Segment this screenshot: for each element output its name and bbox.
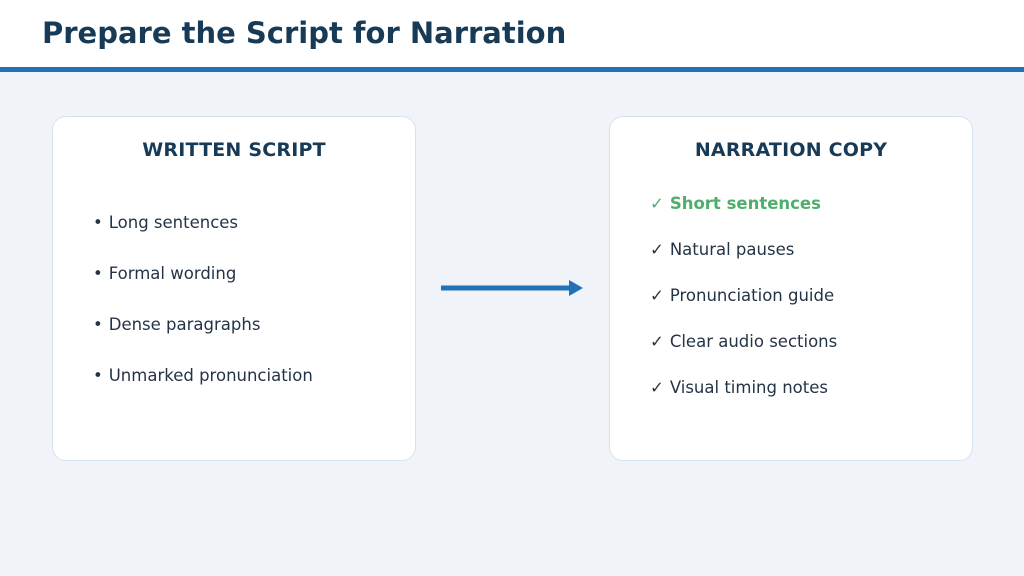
checkmark-icon: ✓ xyxy=(650,194,664,213)
narration-item-label: Visual timing notes xyxy=(669,378,828,397)
narration-item-label: Clear audio sections xyxy=(669,332,838,351)
narration-copy-card: NARRATION COPY ✓ Short sentences ✓ Natural… xyxy=(609,116,973,461)
right-arrow-icon xyxy=(441,280,583,296)
bullet-icon: • xyxy=(93,366,103,385)
narration-item-label: Short sentences xyxy=(669,194,821,213)
header-divider xyxy=(0,67,1024,72)
page-title: Prepare the Script for Narration xyxy=(42,16,567,50)
narration-item-4: ✓ Visual timing notes xyxy=(650,378,828,397)
written-item-label: Formal wording xyxy=(108,264,237,283)
narration-item-label: Natural pauses xyxy=(669,240,795,259)
bullet-icon: • xyxy=(93,213,103,232)
narration-copy-heading: NARRATION COPY xyxy=(694,139,888,161)
written-item-2: • Dense paragraphs xyxy=(93,315,260,334)
narration-item-label: Pronunciation guide xyxy=(669,286,835,305)
written-item-3: • Unmarked pronunciation xyxy=(93,366,313,385)
bullet-icon: • xyxy=(93,315,103,334)
written-item-label: Unmarked pronunciation xyxy=(108,366,313,385)
written-item-label: Dense paragraphs xyxy=(108,315,261,334)
checkmark-icon: ✓ xyxy=(650,378,664,397)
checkmark-icon: ✓ xyxy=(650,332,664,351)
narration-item-0: ✓ Short sentences xyxy=(650,194,821,213)
narration-item-2: ✓ Pronunciation guide xyxy=(650,286,834,305)
written-item-1: • Formal wording xyxy=(93,264,236,283)
header-bar: Prepare the Script for Narration xyxy=(0,0,1024,68)
written-item-0: • Long sentences xyxy=(93,213,238,232)
written-item-label: Long sentences xyxy=(108,213,239,232)
narration-item-3: ✓ Clear audio sections xyxy=(650,332,837,351)
narration-item-1: ✓ Natural pauses xyxy=(650,240,794,259)
checkmark-icon: ✓ xyxy=(650,286,664,305)
written-script-card: WRITTEN SCRIPT • Long sentences • Formal w… xyxy=(52,116,416,461)
checkmark-icon: ✓ xyxy=(650,240,664,259)
written-script-heading: WRITTEN SCRIPT xyxy=(142,139,326,161)
bullet-icon: • xyxy=(93,264,103,283)
